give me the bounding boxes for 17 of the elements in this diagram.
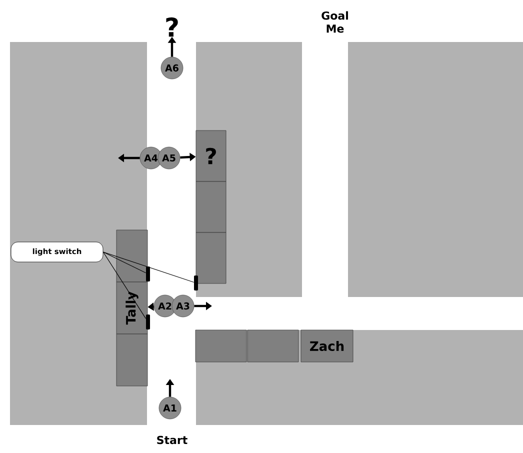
room-box: ?	[196, 130, 226, 182]
room-box	[196, 181, 226, 233]
room-box	[116, 334, 148, 386]
room-box	[116, 230, 148, 282]
switch-mark	[146, 314, 150, 330]
switch-mark	[194, 276, 198, 290]
leader-line	[102, 252, 146, 274]
place-label: Start	[157, 436, 188, 444]
room-box: Zach	[300, 330, 354, 362]
question-mark: ?	[166, 17, 178, 37]
room-box	[247, 330, 299, 362]
room-box	[196, 232, 226, 284]
room-box: Tally	[116, 282, 148, 334]
place-label: Goal Me	[322, 11, 348, 33]
room-box	[195, 330, 247, 362]
leader-line	[102, 252, 146, 319]
switch-mark	[146, 266, 150, 282]
